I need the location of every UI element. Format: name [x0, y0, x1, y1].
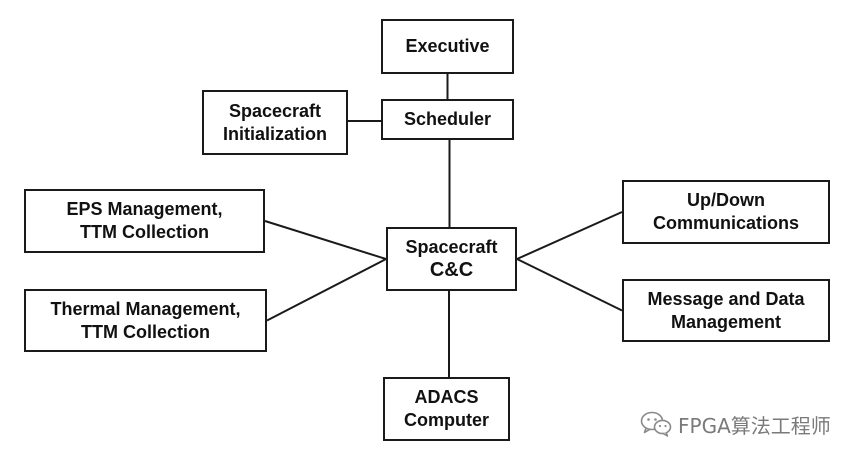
adacs-line-2: Computer [404, 410, 489, 430]
eps-line-2: TTM Collection [80, 222, 209, 242]
connector-thermal-cc [266, 258, 387, 322]
connector-comms-cc [516, 211, 623, 260]
executive-box: Executive [381, 19, 514, 74]
initialization-line-1: Spacecraft [228, 100, 322, 121]
cc-line-2: C&C [429, 259, 474, 281]
up-down-communications-box: Up/Down Communications [622, 180, 830, 244]
message-line-2: Management [670, 311, 782, 332]
connector-message-cc [516, 258, 623, 312]
message-line-1: Message and Data [647, 288, 805, 309]
spacecraft-initialization-box: Spacecraft Initialization [202, 90, 348, 155]
watermark-text: FPGA算法工程师 [678, 413, 831, 438]
eps-management-box: EPS Management, TTM Collection [24, 189, 265, 253]
wechat-icon [640, 411, 672, 437]
message-data-management-box: Message and Data Management [622, 279, 830, 342]
thermal-line-2: TTM Collection [81, 321, 210, 342]
comms-line-1: Up/Down [687, 190, 765, 210]
watermark: FPGA算法工程师 [640, 404, 831, 444]
initialization-line-2: Initialization [222, 123, 327, 144]
executive-line-1: Executive [405, 36, 490, 56]
cc-line-1: Spacecraft [405, 237, 498, 257]
comms-line-2: Communications [652, 213, 799, 233]
connector-lines [264, 74, 623, 377]
connector-eps-cc [264, 220, 387, 260]
scheduler-box: Scheduler [381, 99, 514, 140]
adacs-line-1: ADACS [414, 387, 479, 407]
spacecraft-cc-box: Spacecraft C&C [386, 227, 517, 291]
thermal-line-1: Thermal Management, [50, 298, 241, 319]
eps-line-1: EPS Management, [66, 199, 223, 219]
adacs-computer-box: ADACS Computer [383, 377, 510, 441]
thermal-management-box: Thermal Management, TTM Collection [24, 289, 267, 352]
scheduler-line-1: Scheduler [403, 109, 492, 129]
